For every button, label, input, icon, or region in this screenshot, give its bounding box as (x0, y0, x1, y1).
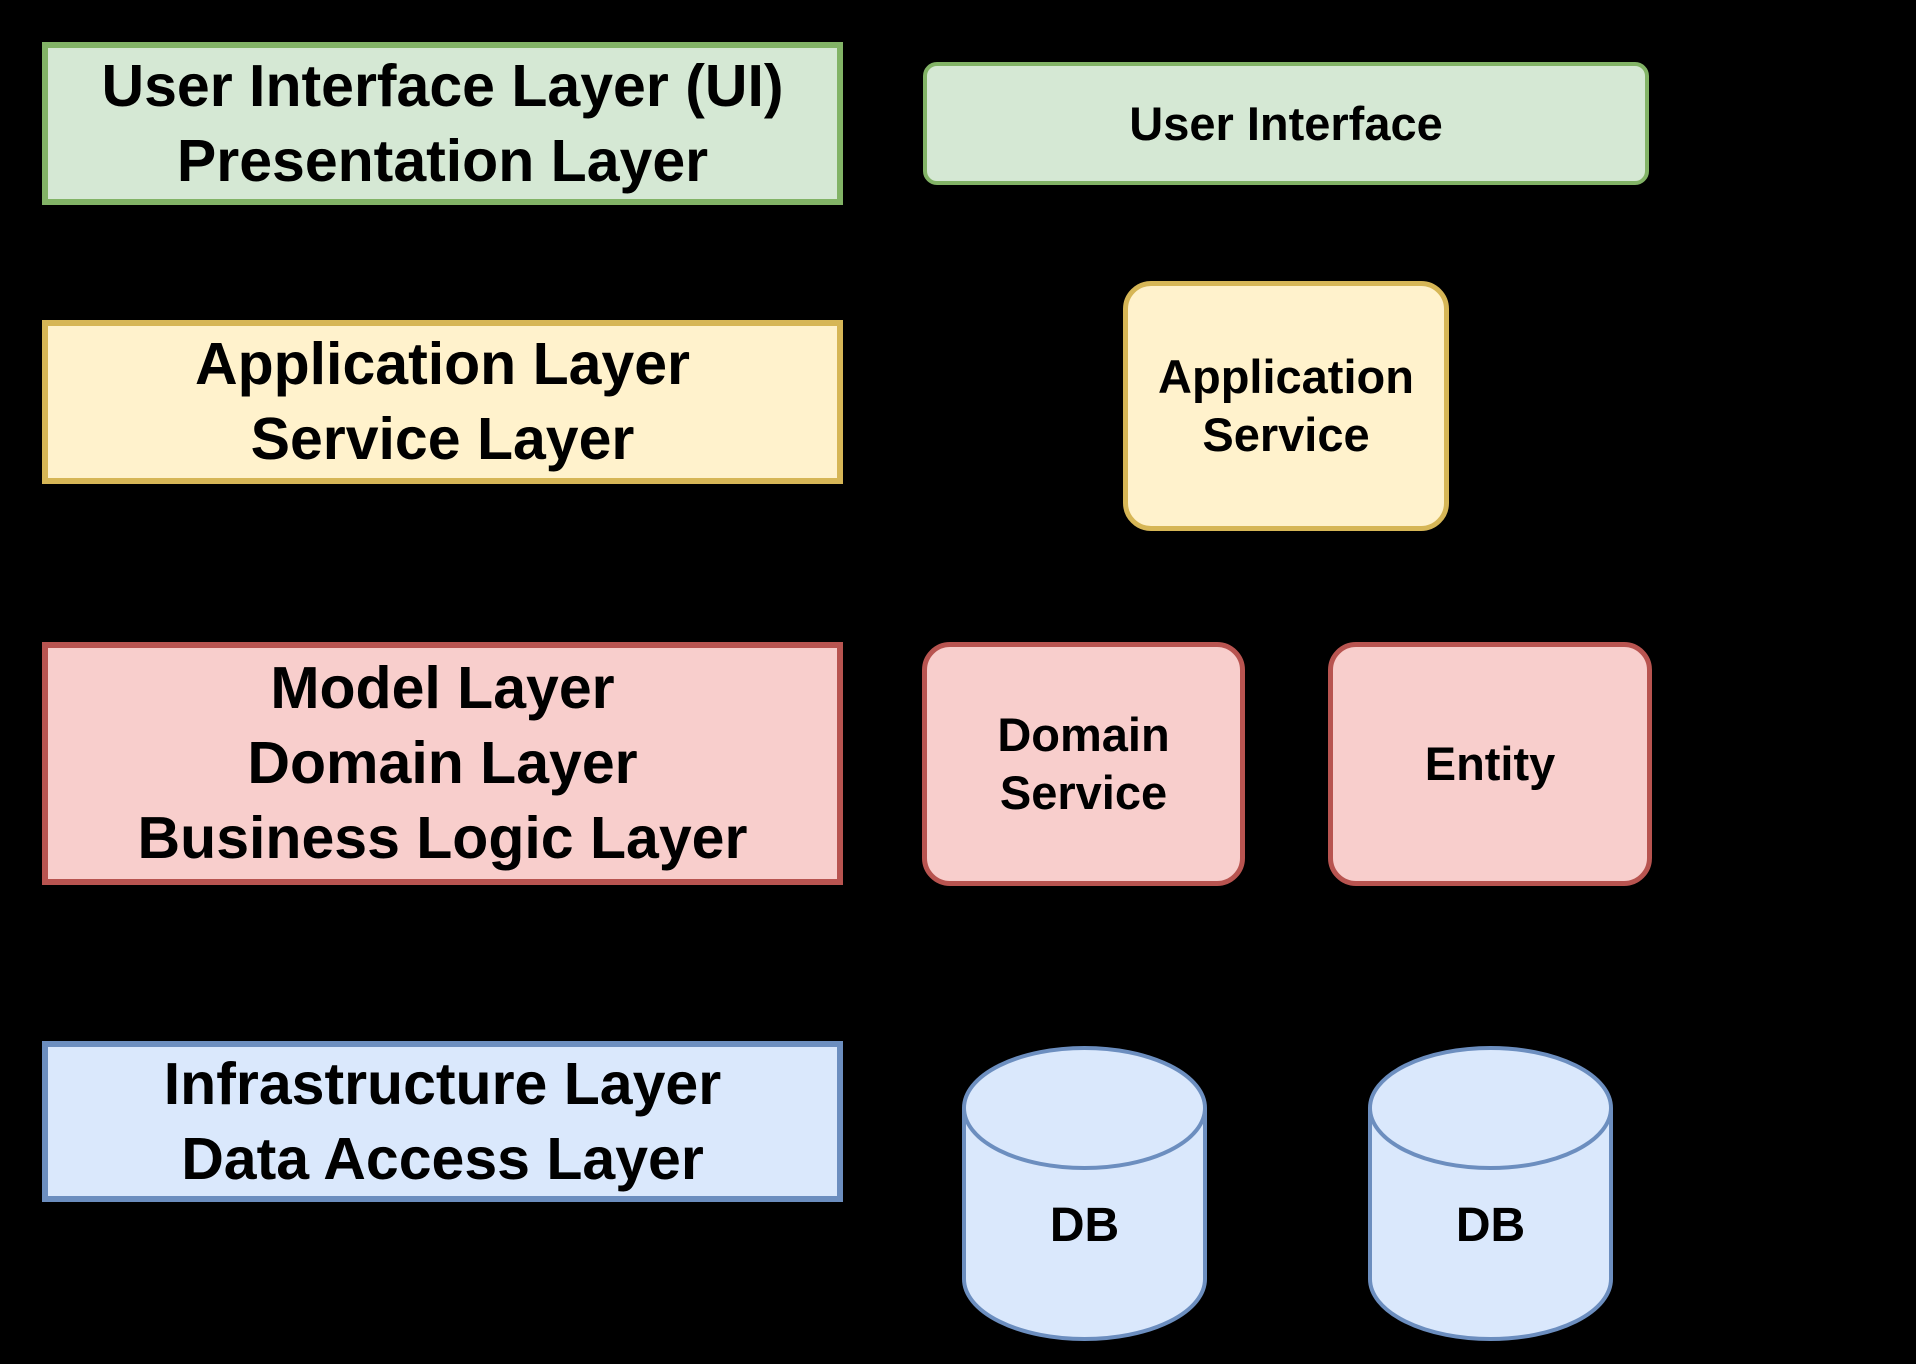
db-cylinder-1: DB (962, 1046, 1207, 1343)
component-label-line: Domain (997, 708, 1170, 761)
component-label-line: Service (1202, 408, 1370, 461)
layer-label-line: Infrastructure Layer (163, 1050, 722, 1117)
layer-label-line: Data Access Layer (181, 1125, 704, 1192)
component-label: User Interface (1129, 96, 1443, 150)
component-label-line: Service (999, 766, 1168, 819)
layer-box-infrastructure-data-access: Infrastructure Layer Data Access Layer (42, 1041, 843, 1202)
layer-box-application-service: Application Layer Service Layer (42, 320, 843, 484)
component-entity: Entity (1328, 642, 1652, 886)
component-domain-service: Domain Service (922, 642, 1245, 886)
layer-label-line: Business Logic Layer (137, 805, 748, 871)
db-label: DB (1049, 1199, 1120, 1252)
db-cylinder-2: DB (1368, 1046, 1613, 1343)
database-cylinder-icon (1368, 1046, 1613, 1341)
layer-label-line: Model Layer (270, 655, 615, 721)
layer-label-line: Presentation Layer (176, 127, 709, 194)
component-user-interface: User Interface (923, 62, 1649, 185)
layer-label-line: Application Layer (194, 331, 691, 397)
layer-box-ui-presentation: User Interface Layer (UI) Presentation L… (42, 42, 843, 205)
component-label: Entity (1424, 737, 1556, 790)
database-cylinder-icon (962, 1046, 1207, 1341)
component-application-service: Application Service (1123, 281, 1449, 531)
db-label: DB (1455, 1199, 1526, 1252)
layer-box-model-domain-business: Model Layer Domain Layer Business Logic … (42, 642, 843, 885)
layer-label-line: Domain Layer (247, 730, 638, 796)
component-label-line: Application (1158, 350, 1414, 403)
layer-label-line: Service Layer (250, 406, 635, 472)
layer-label-line: User Interface Layer (UI) (101, 52, 784, 119)
